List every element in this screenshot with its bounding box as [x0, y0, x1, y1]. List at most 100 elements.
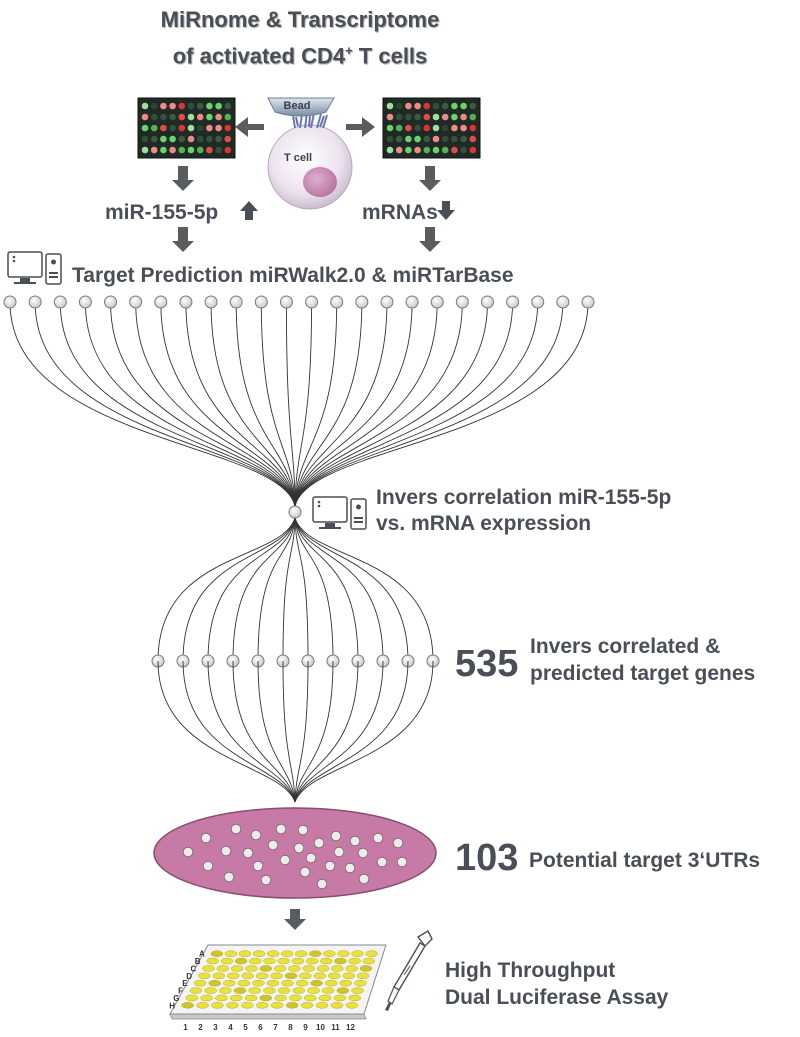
- utr-dot: [299, 866, 311, 878]
- utr-dot: [267, 839, 279, 851]
- arrow-down-icon: [172, 227, 194, 252]
- prediction-node: [506, 295, 520, 309]
- prediction-node: [380, 295, 394, 309]
- plate-col-label: 2: [198, 1023, 203, 1032]
- arrow-down-icon: [419, 227, 441, 252]
- plate-col-label: 8: [288, 1023, 293, 1032]
- target-prediction-label: Target Prediction miRWalk2.0 & miRTarBas…: [72, 264, 514, 287]
- utr-dot: [252, 860, 264, 872]
- prediction-node: [330, 295, 344, 309]
- t-cell-with-bead: Bead T cell: [267, 97, 353, 210]
- utr-dot: [316, 878, 328, 890]
- utr-dot: [242, 847, 254, 859]
- utr-pool-ellipse: [153, 807, 437, 899]
- prediction-node: [405, 295, 419, 309]
- correlation-label-line-2: vs. mRNA expression: [376, 512, 591, 535]
- prediction-node: [229, 295, 243, 309]
- utr-dot: [324, 860, 336, 872]
- bead-label: Bead: [284, 100, 311, 112]
- utr-dot: [279, 854, 291, 866]
- utr-dot: [376, 856, 388, 868]
- utr-dot: [200, 832, 212, 844]
- utr-label: Potential target 3‘UTRs: [529, 849, 760, 872]
- genes-label-line-2: predicted target genes: [530, 662, 755, 685]
- prediction-node: [179, 295, 193, 309]
- utr-dot: [330, 830, 342, 842]
- mir-155-label: miR-155-5p: [105, 201, 218, 224]
- utr-dot: [372, 832, 384, 844]
- prediction-node: [129, 295, 143, 309]
- prediction-node: [305, 295, 319, 309]
- utr-dot: [297, 824, 309, 836]
- down-arrows: [172, 166, 441, 252]
- utr-dot: [250, 829, 262, 841]
- plate-col-label: 7: [273, 1023, 278, 1032]
- prediction-node: [53, 295, 67, 309]
- prediction-node: [531, 295, 545, 309]
- prediction-network: [3, 295, 595, 507]
- assay-label-line-2: Dual Luciferase Assay: [445, 986, 669, 1009]
- utr-dot: [357, 847, 369, 859]
- bead-shape: [267, 97, 335, 117]
- arrow-down-icon: [437, 201, 455, 220]
- prediction-node: [455, 295, 469, 309]
- correlation-node: [288, 505, 302, 519]
- utr-dot: [220, 845, 232, 857]
- arrow-right-icon: [346, 117, 375, 137]
- title-superscript: +: [345, 43, 353, 58]
- prediction-node: [430, 295, 444, 309]
- mrnas-label: mRNAs: [362, 201, 438, 224]
- prediction-node: [28, 295, 42, 309]
- plate-row-label: B: [195, 957, 201, 966]
- utr-dot: [392, 837, 404, 849]
- plate-col-label: 9: [303, 1023, 308, 1032]
- prediction-node: [480, 295, 494, 309]
- utr-count: 103: [455, 837, 518, 879]
- assay-label-line-1: High Throughput: [445, 959, 615, 982]
- plate-col-label: 12: [346, 1023, 355, 1032]
- arrow-down-icon: [419, 166, 441, 191]
- utr-dot: [358, 873, 370, 885]
- computer-icon: [7, 251, 62, 285]
- utr-dot: [333, 846, 345, 858]
- utr-dot: [202, 860, 214, 872]
- prediction-node: [78, 295, 92, 309]
- utr-dot: [396, 856, 408, 868]
- prediction-node: [581, 295, 595, 309]
- plate-col-label: 3: [213, 1023, 218, 1032]
- title-line-2-suffix: T cells: [352, 43, 428, 69]
- plate-row-label: A: [199, 950, 205, 959]
- utr-dot: [275, 823, 287, 835]
- prediction-node: [154, 295, 168, 309]
- title-line-1: MiRnome & Transcriptome: [160, 7, 440, 32]
- prediction-node: [254, 295, 268, 309]
- plate-row-label: G: [173, 994, 179, 1003]
- arrow-down-to-plate-icon: [284, 909, 306, 930]
- plate-col-label: 10: [316, 1023, 325, 1032]
- plate-row-label: D: [186, 972, 192, 981]
- plate-row-label: C: [190, 964, 196, 973]
- prediction-node: [279, 295, 293, 309]
- plate-col-label: 1: [183, 1023, 188, 1032]
- prediction-node: [3, 295, 17, 309]
- plate-wells: [181, 950, 378, 1009]
- genes-network: [157, 660, 434, 803]
- pipette-icon: [385, 930, 433, 1011]
- prediction-node: [204, 295, 218, 309]
- title-line-2-text: of activated CD4: [172, 43, 346, 69]
- plate-col-label: 6: [258, 1023, 263, 1032]
- utr-dot: [223, 871, 235, 883]
- utr-dot: [293, 842, 305, 854]
- utr-dot: [182, 846, 194, 858]
- plate-row-label: F: [178, 987, 183, 996]
- receptors-icon: [292, 112, 328, 129]
- utr-dot: [305, 852, 317, 864]
- t-cell-body: [267, 124, 353, 210]
- microarray-left: [137, 97, 236, 159]
- prediction-node: [104, 295, 118, 309]
- plate-col-label: 4: [228, 1023, 233, 1032]
- arrow-down-icon: [172, 166, 194, 191]
